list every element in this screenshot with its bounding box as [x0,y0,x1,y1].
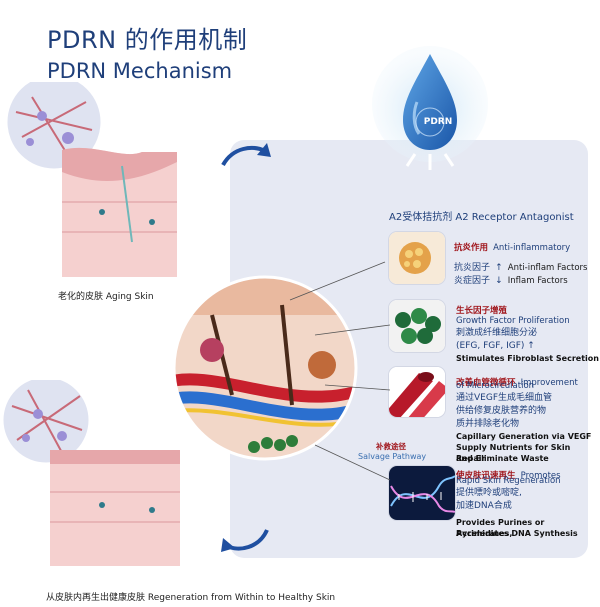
pdrn-drop-illustration [372,46,488,170]
anti-inflammatory-thumbnail [389,232,445,284]
skin-cross-section-illustration [172,275,358,461]
regen-heading-en-2: Rapid Skin Regeneration [456,476,561,486]
growth-line-1: 刺激成纤维细胞分泌 [456,328,538,338]
anti-inflam-factor-cn: 抗炎因子 [454,263,491,273]
micro-heading-en-2: of Microcirculation [456,381,535,391]
micro-line-3: 质并排除老化物 [456,419,520,429]
growth-factor-thumbnail [389,300,445,352]
pdrn-drop-label: PDRN [423,117,453,127]
anti-inflam-factor-en: Anti-inflam Factors [507,263,588,273]
micro-en-3: and Eliminate Waste [456,454,549,463]
aging-skin-illustration [4,82,177,277]
growth-line-2: (EFG, FGF, IGF) ↑ [456,341,535,351]
anti-inflammatory-heading-cn: 抗炎作用 [454,243,489,253]
micro-line-1: 通过VEGF生成毛细血管 [456,393,552,403]
micro-en-1: Capillary Generation via VEGF [456,432,592,441]
salvage-cn: 补救途径 [376,442,406,451]
receptor-title: A2受体拮抗剂 A2 Receptor Antagonist [389,212,574,223]
microcirculation-thumbnail [389,367,445,417]
up-arrow: ↑ [495,263,503,273]
inflam-factor-en: Inflam Factors [507,276,568,286]
aging-skin-caption: 老化的皮肤 Aging Skin [58,292,154,302]
page-title-cn: PDRN 的作用机制 [47,26,248,54]
growth-heading-cn: 生长因子增殖 [456,306,508,316]
micro-heading-cn: 改善血管微循环 [456,378,516,388]
micro-heading-en-1: Improvement [520,378,578,388]
curved-arrow-bottom-icon [221,529,269,552]
dna-thumbnail [389,466,455,520]
healthy-skin-caption: 从皮肤内再生出健康皮肤 Regeneration from Within to … [46,593,336,603]
micro-line-2: 供给修复皮肤营养的物 [456,406,547,416]
regen-en-1: Provides Purines or Pyrimidines, [456,518,545,538]
regen-heading-cn: 使皮肤迅速再生 [456,471,516,481]
micro-en-2: Supply Nutrients for Skin Repair [456,443,571,463]
growth-line-3: Stimulates Fibroblast Secretion [456,354,599,363]
curved-arrow-top-icon [221,143,271,167]
salvage-en: Salvage Pathway [358,452,427,461]
regen-line-2: 加速DNA合成 [456,501,512,511]
page-title-en: PDRN Mechanism [47,59,233,83]
anti-inflammatory-heading-en: Anti-inflammatory [493,243,571,253]
growth-heading-en: Growth Factor Proliferation [456,316,570,326]
regen-line-1: 提供嘌呤或嘧啶, [456,488,522,498]
regen-heading-en-1: Promotes [520,471,561,481]
regen-en-2: Accelerates DNA Synthesis [456,529,578,538]
healthy-skin-illustration [2,380,180,566]
inflam-factor-cn: 炎症因子 [454,276,491,286]
connector-lines [289,261,391,481]
down-arrow: ↓ [495,276,503,286]
